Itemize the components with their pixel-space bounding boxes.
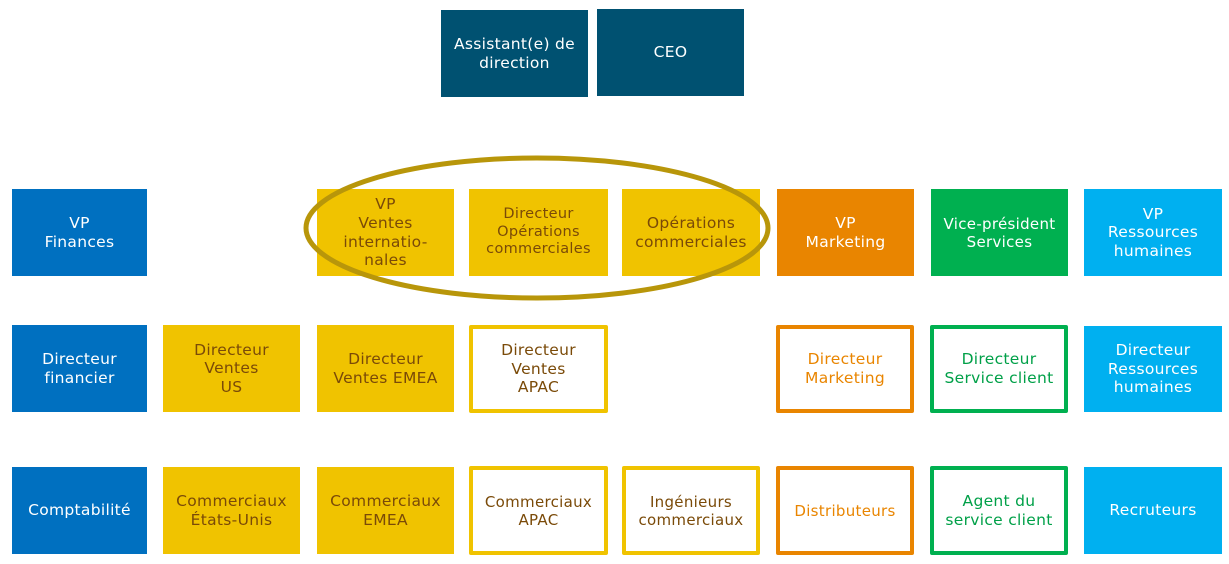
node-directeur-operations-commerciales[interactable]: Directeur Opérations commerciales: [469, 189, 608, 276]
node-operations-commerciales[interactable]: Opérations commerciales: [622, 189, 760, 276]
node-vice-president-services[interactable]: Vice-président Services: [931, 189, 1068, 276]
node-vp-marketing[interactable]: VP Marketing: [777, 189, 914, 276]
node-directeur-service-client[interactable]: Directeur Service client: [930, 325, 1068, 413]
node-comptabilite[interactable]: Comptabilité: [12, 467, 147, 554]
node-distributeurs[interactable]: Distributeurs: [776, 466, 914, 555]
node-directeur-financier[interactable]: Directeur financier: [12, 325, 147, 412]
node-assistant-direction[interactable]: Assistant(e) de direction: [441, 10, 588, 97]
node-commerciaux-etats-unis[interactable]: Commerciaux États-Unis: [163, 467, 300, 554]
node-commerciaux-apac[interactable]: Commerciaux APAC: [469, 466, 608, 555]
node-vp-ventes-internationales[interactable]: VP Ventes internatio- nales: [317, 189, 454, 276]
node-ingenieurs-commerciaux[interactable]: Ingénieurs commerciaux: [622, 466, 760, 555]
node-ceo[interactable]: CEO: [597, 9, 744, 96]
node-vp-ressources-humaines[interactable]: VP Ressources humaines: [1084, 189, 1222, 276]
node-directeur-ressources-humaines[interactable]: Directeur Ressources humaines: [1084, 326, 1222, 412]
node-vp-finances[interactable]: VP Finances: [12, 189, 147, 276]
node-directeur-ventes-emea[interactable]: Directeur Ventes EMEA: [317, 325, 454, 412]
node-recruteurs[interactable]: Recruteurs: [1084, 467, 1222, 554]
node-directeur-ventes-us[interactable]: Directeur Ventes US: [163, 325, 300, 412]
node-directeur-marketing[interactable]: Directeur Marketing: [776, 325, 914, 413]
node-commerciaux-emea[interactable]: Commerciaux EMEA: [317, 467, 454, 554]
node-agent-service-client[interactable]: Agent du service client: [930, 466, 1068, 555]
node-directeur-ventes-apac[interactable]: Directeur Ventes APAC: [469, 325, 608, 413]
